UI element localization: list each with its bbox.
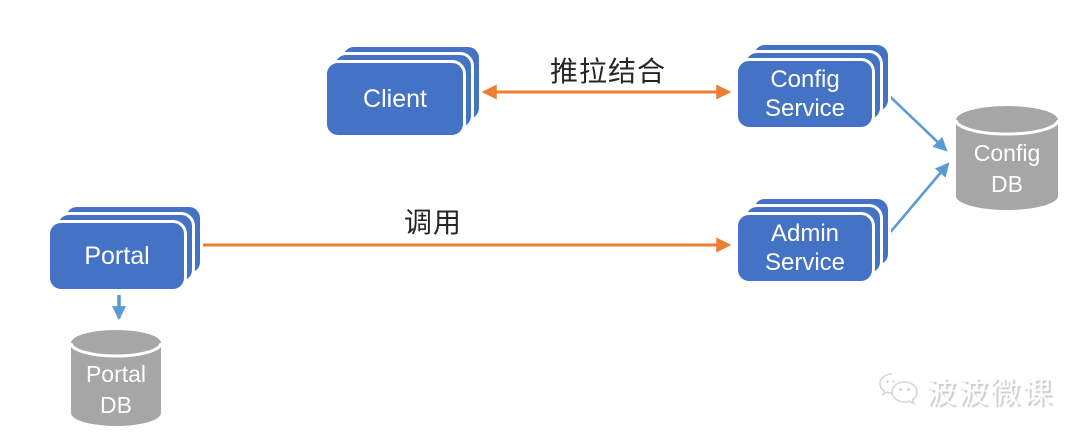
client-label: Client [363,84,427,113]
client-stack-front: Client [324,60,466,138]
watermark: 波波微课 [878,368,1054,412]
admin-service-label-line1: Admin [770,219,840,247]
config-db-node: Config DB [955,105,1059,211]
portal-label: Portal [84,241,150,270]
config-service-label-line2: Service [764,95,846,122]
config-db-label-line2: DB [991,171,1023,198]
database-cylinder-icon [955,106,1059,210]
portal-db-node: Portal DB [70,329,162,427]
edge-label-call: 调用 [403,206,462,239]
portal-db-label-line2: DB [100,392,132,419]
config-db-label-line1: Config [973,140,1041,166]
config-service-stack-front: Config Service [735,58,875,130]
portal-stack-front: Portal [47,220,187,292]
config-service-label-line1: Config [770,65,840,93]
admin-service-label-line2: Service [764,249,846,276]
edge-label-push-pull: 推拉结合 [549,55,666,88]
admin-service-stack-front: Admin Service [735,212,875,284]
edge-adminservice-configdb [881,162,950,243]
database-cylinder-icon [70,330,162,426]
portal-db-label-line1: Portal [85,361,147,387]
watermark-text: 波波微课 [926,377,1054,410]
wechat-logo-icon [879,373,918,406]
